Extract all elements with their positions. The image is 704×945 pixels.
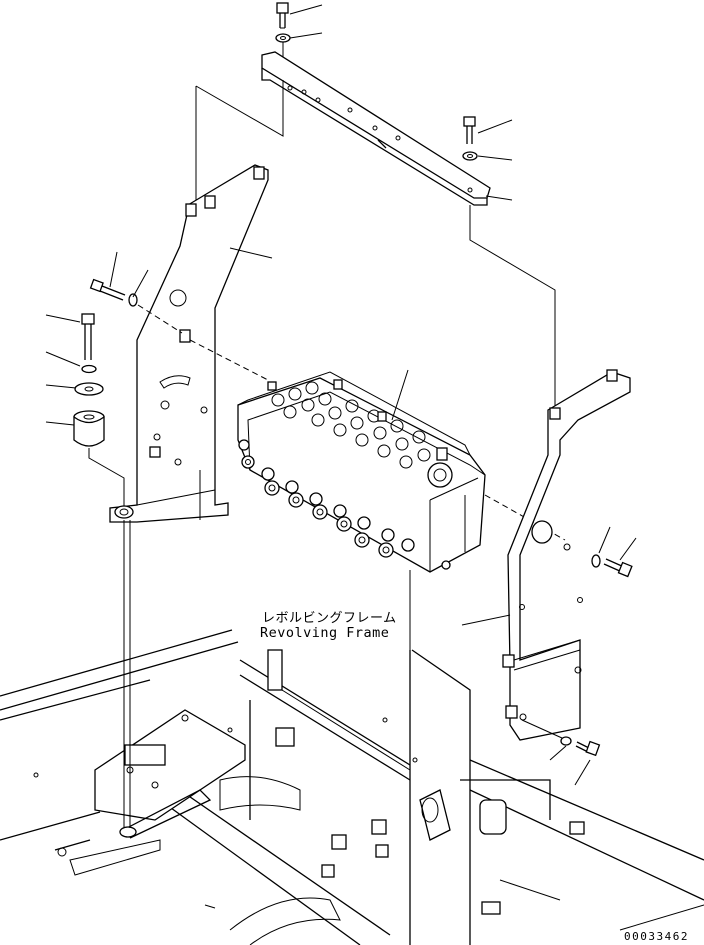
right-washer-icon xyxy=(591,554,601,568)
drawing-number: 00033462 xyxy=(624,930,689,943)
revolving-frame-label-japanese: レボルビングフレーム xyxy=(262,611,397,626)
control-valve-icon xyxy=(237,371,486,573)
flat-washer-icon xyxy=(74,382,104,396)
plate-bolt-icon xyxy=(463,116,476,144)
bottom-right-washer-icon xyxy=(560,736,572,746)
bottom-right-bolt-icon xyxy=(575,740,601,757)
side-bolt-icon xyxy=(89,278,126,301)
vertical-washer-icon xyxy=(81,364,97,374)
left-bracket xyxy=(109,164,269,523)
right-bolt-icon xyxy=(603,558,633,578)
side-washer-icon xyxy=(128,293,138,307)
right-bracket xyxy=(502,369,631,741)
revolving-frame-label-english: Revolving Frame xyxy=(260,625,390,641)
revolving-frame xyxy=(0,629,704,945)
vertical-bolt-icon xyxy=(81,313,95,360)
top-washer-icon xyxy=(275,33,291,43)
top-bolt-icon xyxy=(276,2,289,29)
top-mounting-plate xyxy=(261,51,491,206)
rubber-mount-icon xyxy=(73,410,105,447)
plate-washer-icon xyxy=(462,151,478,161)
